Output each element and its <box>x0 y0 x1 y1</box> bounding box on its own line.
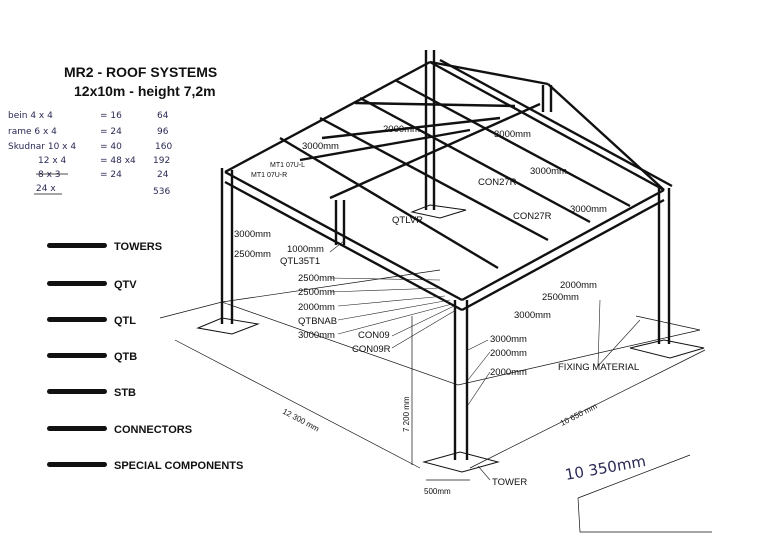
label-con09: CON09 <box>358 330 390 341</box>
truss-structure <box>196 50 705 473</box>
label-r-2500: 2500mm <box>542 292 579 303</box>
drawing-labels: 2000mm 3000mm 3000mm 3000mm MT1 07U-L MT… <box>234 124 639 488</box>
hand-row-3-right: 160 <box>155 142 172 152</box>
eave-beams <box>224 60 665 312</box>
label-l-2000: 2000mm <box>298 302 335 313</box>
hand-row-6-left: 24 x <box>36 184 56 194</box>
legend-swatch-qtb <box>47 353 107 358</box>
label-qtl35t1: QTL35T1 <box>280 256 320 267</box>
tower-back-center <box>410 50 467 219</box>
ground-outline-back <box>221 269 441 303</box>
hand-row-1-right: 64 <box>157 111 169 121</box>
label-l-2500b: 2500mm <box>298 287 335 298</box>
label-top-3000b: 3000mm <box>494 129 531 140</box>
hand-row-4-eq: = 48 x4 <box>100 156 136 166</box>
dim-500: 500mm <box>424 487 451 496</box>
hand-note-box <box>577 497 712 533</box>
hand-row-2-eq: = 24 <box>100 127 122 137</box>
legend-label-qtv: QTV <box>114 279 137 291</box>
label-mt1-r: MT1 07U-R <box>251 172 287 179</box>
legend-swatch-qtv <box>47 281 107 286</box>
handwritten-calculations: bein 4 x 4 = 16 64 rame 6 x 4 = 24 96 Sk… <box>8 111 172 197</box>
legend-label-qtl: QTL <box>114 315 136 327</box>
label-f-3000: 3000mm <box>490 334 527 345</box>
label-left-2500: 2500mm <box>234 249 271 260</box>
leader-lines <box>329 239 641 481</box>
label-qtbnab: QTBNAB <box>298 316 337 327</box>
label-con27r-b: CON27R <box>513 211 552 222</box>
dim-10650: 10 650 mm <box>559 401 599 427</box>
label-f-2000b: 2000mm <box>490 367 527 378</box>
hand-row-6-right: 536 <box>153 187 170 197</box>
legend-swatch-connectors <box>47 426 107 431</box>
legend-label-stb: STB <box>114 387 136 399</box>
label-right-3000: 3000mm <box>570 204 607 215</box>
hand-row-1-eq: = 16 <box>100 111 122 121</box>
label-c-3000: 3000mm <box>514 310 551 321</box>
hand-row-5-right: 24 <box>157 170 169 180</box>
tower-front-center <box>422 300 500 473</box>
handwritten-note: 10 350mm <box>564 452 712 533</box>
dim-7200: 7 200 mm <box>402 396 411 432</box>
hand-note-10350: 10 350mm <box>564 452 648 484</box>
label-l-2500a: 2500mm <box>298 273 335 284</box>
label-left-3000: 3000mm <box>234 229 271 240</box>
label-fixing-material: FIXING MATERIAL <box>558 362 639 373</box>
hand-row-5-left: 8 x 3 <box>38 170 61 180</box>
label-con27r-a: CON27R <box>478 177 517 188</box>
legend-swatch-towers <box>47 243 107 248</box>
label-r-2000: 2000mm <box>560 280 597 291</box>
label-top-3000a: 3000mm <box>302 141 339 152</box>
ground-outline <box>159 269 701 386</box>
tower-front-right <box>629 188 705 359</box>
hand-row-3-left: Skudnar 10 x 4 <box>8 142 76 152</box>
label-tower: TOWER <box>492 477 527 488</box>
dim-line-12300 <box>174 339 421 469</box>
hand-row-4-right: 192 <box>153 156 170 166</box>
label-top-3000c: 3000mm <box>530 166 567 177</box>
tower-mid-left <box>334 200 346 245</box>
hand-row-1-left: bein 4 x 4 <box>8 111 53 121</box>
label-l-3000: 3000mm <box>298 330 335 341</box>
legend-swatch-special-components <box>47 462 107 467</box>
hand-row-2-right: 96 <box>157 127 169 137</box>
tower-back-right <box>541 85 553 112</box>
legend-swatch-qtl <box>47 317 107 322</box>
ground-outline-line <box>159 301 701 386</box>
ridge-and-rafters <box>279 58 673 270</box>
label-top-2000: 2000mm <box>383 124 420 135</box>
title-line-1: MR2 - ROOF SYSTEMS <box>64 64 217 80</box>
label-qtlvr: QTLVR <box>392 215 423 226</box>
legend-label-towers: TOWERS <box>114 241 162 253</box>
label-con09r: CON09R <box>352 344 391 355</box>
legend-label-qtb: QTB <box>114 351 137 363</box>
legend-label-special-components: SPECIAL COMPONENTS <box>114 460 243 472</box>
hand-row-4-left: 12 x 4 <box>38 156 67 166</box>
tower-front-left <box>196 168 260 335</box>
legend: TOWERS QTV QTL QTB STB CONNECTORS SPECIA… <box>47 241 243 472</box>
legend-label-connectors: CONNECTORS <box>114 424 192 436</box>
hand-row-2-left: rame 6 x 4 <box>8 127 57 137</box>
hand-row-5-eq: = 24 <box>100 170 122 180</box>
hand-row-3-eq: = 40 <box>100 142 122 152</box>
title-line-2: 12x10m - height 7,2m <box>74 83 216 99</box>
label-l-1000: 1000mm <box>287 244 324 255</box>
dim-line-10650 <box>469 349 706 469</box>
label-mt1-l: MT1 07U-L <box>270 162 305 169</box>
label-f-2000a: 2000mm <box>490 348 527 359</box>
legend-swatch-stb <box>47 389 107 394</box>
hand-note-box-top <box>577 454 691 499</box>
dim-12300: 12 300 mm <box>281 407 321 434</box>
